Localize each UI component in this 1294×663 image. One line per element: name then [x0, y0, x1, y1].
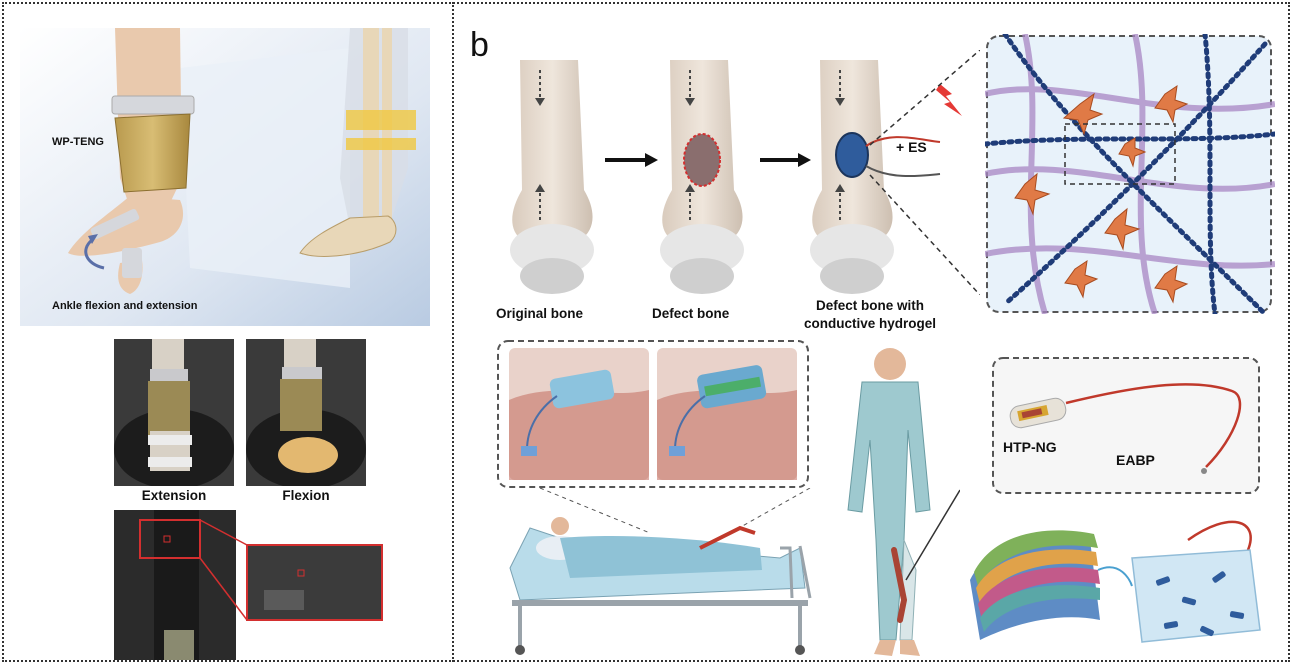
device-inset — [992, 357, 1260, 494]
original-bone-label: Original bone — [496, 306, 583, 321]
defect-hydrogel-label-line2: conductive hydrogel — [780, 316, 960, 331]
original-bone-drawing — [510, 60, 594, 294]
standing-patient-illustration — [820, 340, 960, 662]
flexion-photo — [246, 339, 366, 486]
layered-generator-illustration — [960, 500, 1270, 660]
knee-implant-inset — [497, 340, 809, 488]
ankle-motion-label: Ankle flexion and extension — [52, 300, 197, 312]
defect-bone-label: Defect bone — [652, 306, 729, 321]
defect-bone-drawing — [660, 60, 744, 294]
wp-teng-label: WP-TENG — [52, 136, 104, 148]
hydrogel-bone-drawing — [810, 60, 940, 294]
eabp-label: EABP — [1116, 452, 1155, 468]
htp-ng-label: HTP-NG — [1003, 439, 1057, 455]
knee-implant-left — [509, 348, 649, 480]
lightning-icon — [936, 84, 962, 116]
extension-photo — [114, 339, 234, 486]
patient-bed-illustration — [500, 488, 820, 658]
implant-zoom-photos — [114, 510, 384, 660]
flexion-label: Flexion — [246, 488, 366, 503]
ankle-device-illustration — [20, 28, 430, 326]
extension-label: Extension — [114, 488, 234, 503]
defect-hydrogel-label-line1: Defect bone with — [780, 298, 960, 313]
bone-healing-sequence — [500, 50, 980, 295]
panel-b-letter: b — [470, 26, 489, 65]
panel-divider — [452, 2, 454, 662]
knee-implant-right — [657, 348, 797, 480]
es-label: + ES — [896, 139, 927, 155]
hydrogel-network-zoom — [985, 34, 1275, 314]
